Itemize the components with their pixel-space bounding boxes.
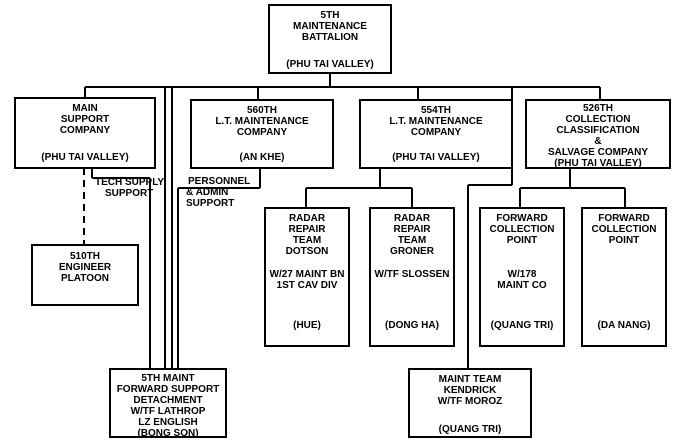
unit-name-line: FORWARD [598,213,650,224]
unit-name-line: POINT [608,235,640,246]
unit-location: (DA NANG) [597,320,651,331]
label-line: TECH SUPPLY [95,177,165,188]
unit-location: (PHU TAI VALLEY) [392,152,480,163]
unit-name-line: COLLECTION [565,114,631,125]
unit-526th-collection-company: 526TH COLLECTION CLASSIFICATION & SALVAG… [525,99,671,169]
unit-name-line: 1ST CAV DIV [276,280,338,291]
unit-name-line: 510TH [69,251,100,262]
unit-name-line: REPAIR [393,224,431,235]
unit-name-line: REPAIR [288,224,326,235]
unit-name-line: TEAM [292,235,322,246]
unit-name-line: SUPPORT [60,114,110,125]
personnel-admin-support-label: PERSONNEL & ADMIN SUPPORT [186,176,250,209]
unit-main-support-company: MAIN SUPPORT COMPANY (PHU TAI VALLEY) [14,97,156,169]
unit-name-line: L.T. MAINTENANCE [215,116,309,127]
tech-supply-support-label: TECH SUPPLY SUPPORT [95,177,164,199]
unit-name-line: 5TH [320,10,340,21]
unit-name-line: CLASSIFICATION [556,125,640,136]
unit-name-line: RADAR [393,213,431,224]
unit-name-line: KENDRICK [443,385,497,396]
unit-radar-repair-team-groner: RADAR REPAIR TEAM GRONER W/TF SLOSSEN (D… [369,207,455,347]
unit-name-line: COMPANY [410,127,462,138]
unit-510th-engineer-platoon: 510TH ENGINEER PLATOON [31,244,139,306]
unit-name-line: W/TF LATHROP [130,406,206,417]
unit-name-line: & [594,136,602,147]
label-line: PERSONNEL [188,176,251,187]
unit-maint-team-kendrick: MAINT TEAM KENDRICK W/TF MOROZ (QUANG TR… [408,368,532,438]
unit-5th-maintenance-battalion: 5TH MAINTENANCE BATTALION (PHU TAI VALLE… [268,4,392,74]
unit-radar-repair-team-dotson: RADAR REPAIR TEAM DOTSON W/27 MAINT BN 1… [264,207,350,347]
unit-name-line: W/27 MAINT BN [269,269,345,280]
unit-name-line: 526TH [582,103,613,114]
unit-name-line: GRONER [390,246,434,257]
unit-location: (DONG HA) [385,320,439,331]
unit-name-line: TEAM [397,235,427,246]
label-line: SUPPORT [105,188,154,199]
unit-name-line: L.T. MAINTENANCE [389,116,483,127]
unit-forward-collection-point-quang-tri: FORWARD COLLECTION POINT W/178 MAINT CO … [479,207,565,347]
unit-name-line: LZ ENGLISH [138,417,198,428]
unit-name-line: 554TH [420,105,451,116]
unit-name-line: PLATOON [61,273,109,284]
unit-name-line: COMPANY [59,125,111,136]
unit-name-line: 560TH [246,105,277,116]
unit-554th-maintenance-company: 554TH L.T. MAINTENANCE COMPANY (PHU TAI … [359,99,513,169]
unit-name-line: DOTSON [285,246,329,257]
unit-name-line: POINT [506,235,538,246]
unit-name-line: MAINT TEAM [438,374,502,385]
unit-name-line: COMPANY [236,127,288,138]
unit-name-line: W/178 [507,269,537,280]
unit-location: (PHU TAI VALLEY) [41,152,129,163]
unit-location: (BONG SON) [137,428,199,439]
unit-name-line: FORWARD SUPPORT [116,384,220,395]
unit-name-line: COLLECTION [489,224,555,235]
unit-location: (PHU TAI VALLEY) [286,59,374,70]
unit-location: (PHU TAI VALLEY) [554,158,642,169]
unit-location: (QUANG TRI) [438,424,502,435]
unit-location: (HUE) [293,320,321,331]
unit-location: (QUANG TRI) [490,320,554,331]
unit-name-line: MAINT CO [497,280,547,291]
unit-name-line: BATTALION [301,32,359,43]
unit-location: (AN KHE) [239,152,285,163]
unit-name-line: W/TF MOROZ [437,396,503,407]
unit-forward-collection-point-da-nang: FORWARD COLLECTION POINT (DA NANG) [581,207,667,347]
unit-name-line: RADAR [288,213,326,224]
unit-name-line: COLLECTION [591,224,657,235]
unit-name-line: FORWARD [496,213,548,224]
unit-name-line: MAIN [72,103,98,114]
label-line: & ADMIN [186,187,229,198]
unit-name-line: ENGINEER [58,262,112,273]
unit-560th-maintenance-company: 560TH L.T. MAINTENANCE COMPANY (AN KHE) [190,99,334,169]
unit-5th-maint-forward-support-detachment: 5TH MAINT FORWARD SUPPORT DETACHMENT W/T… [109,368,227,439]
unit-name-line: DETACHMENT [133,395,203,406]
unit-name-line: 5TH MAINT [141,373,195,384]
label-line: SUPPORT [186,198,235,209]
unit-name-line: MAINTENANCE [293,21,367,32]
unit-name-line: SALVAGE COMPANY [547,147,648,158]
unit-name-line: W/TF SLOSSEN [374,269,450,280]
